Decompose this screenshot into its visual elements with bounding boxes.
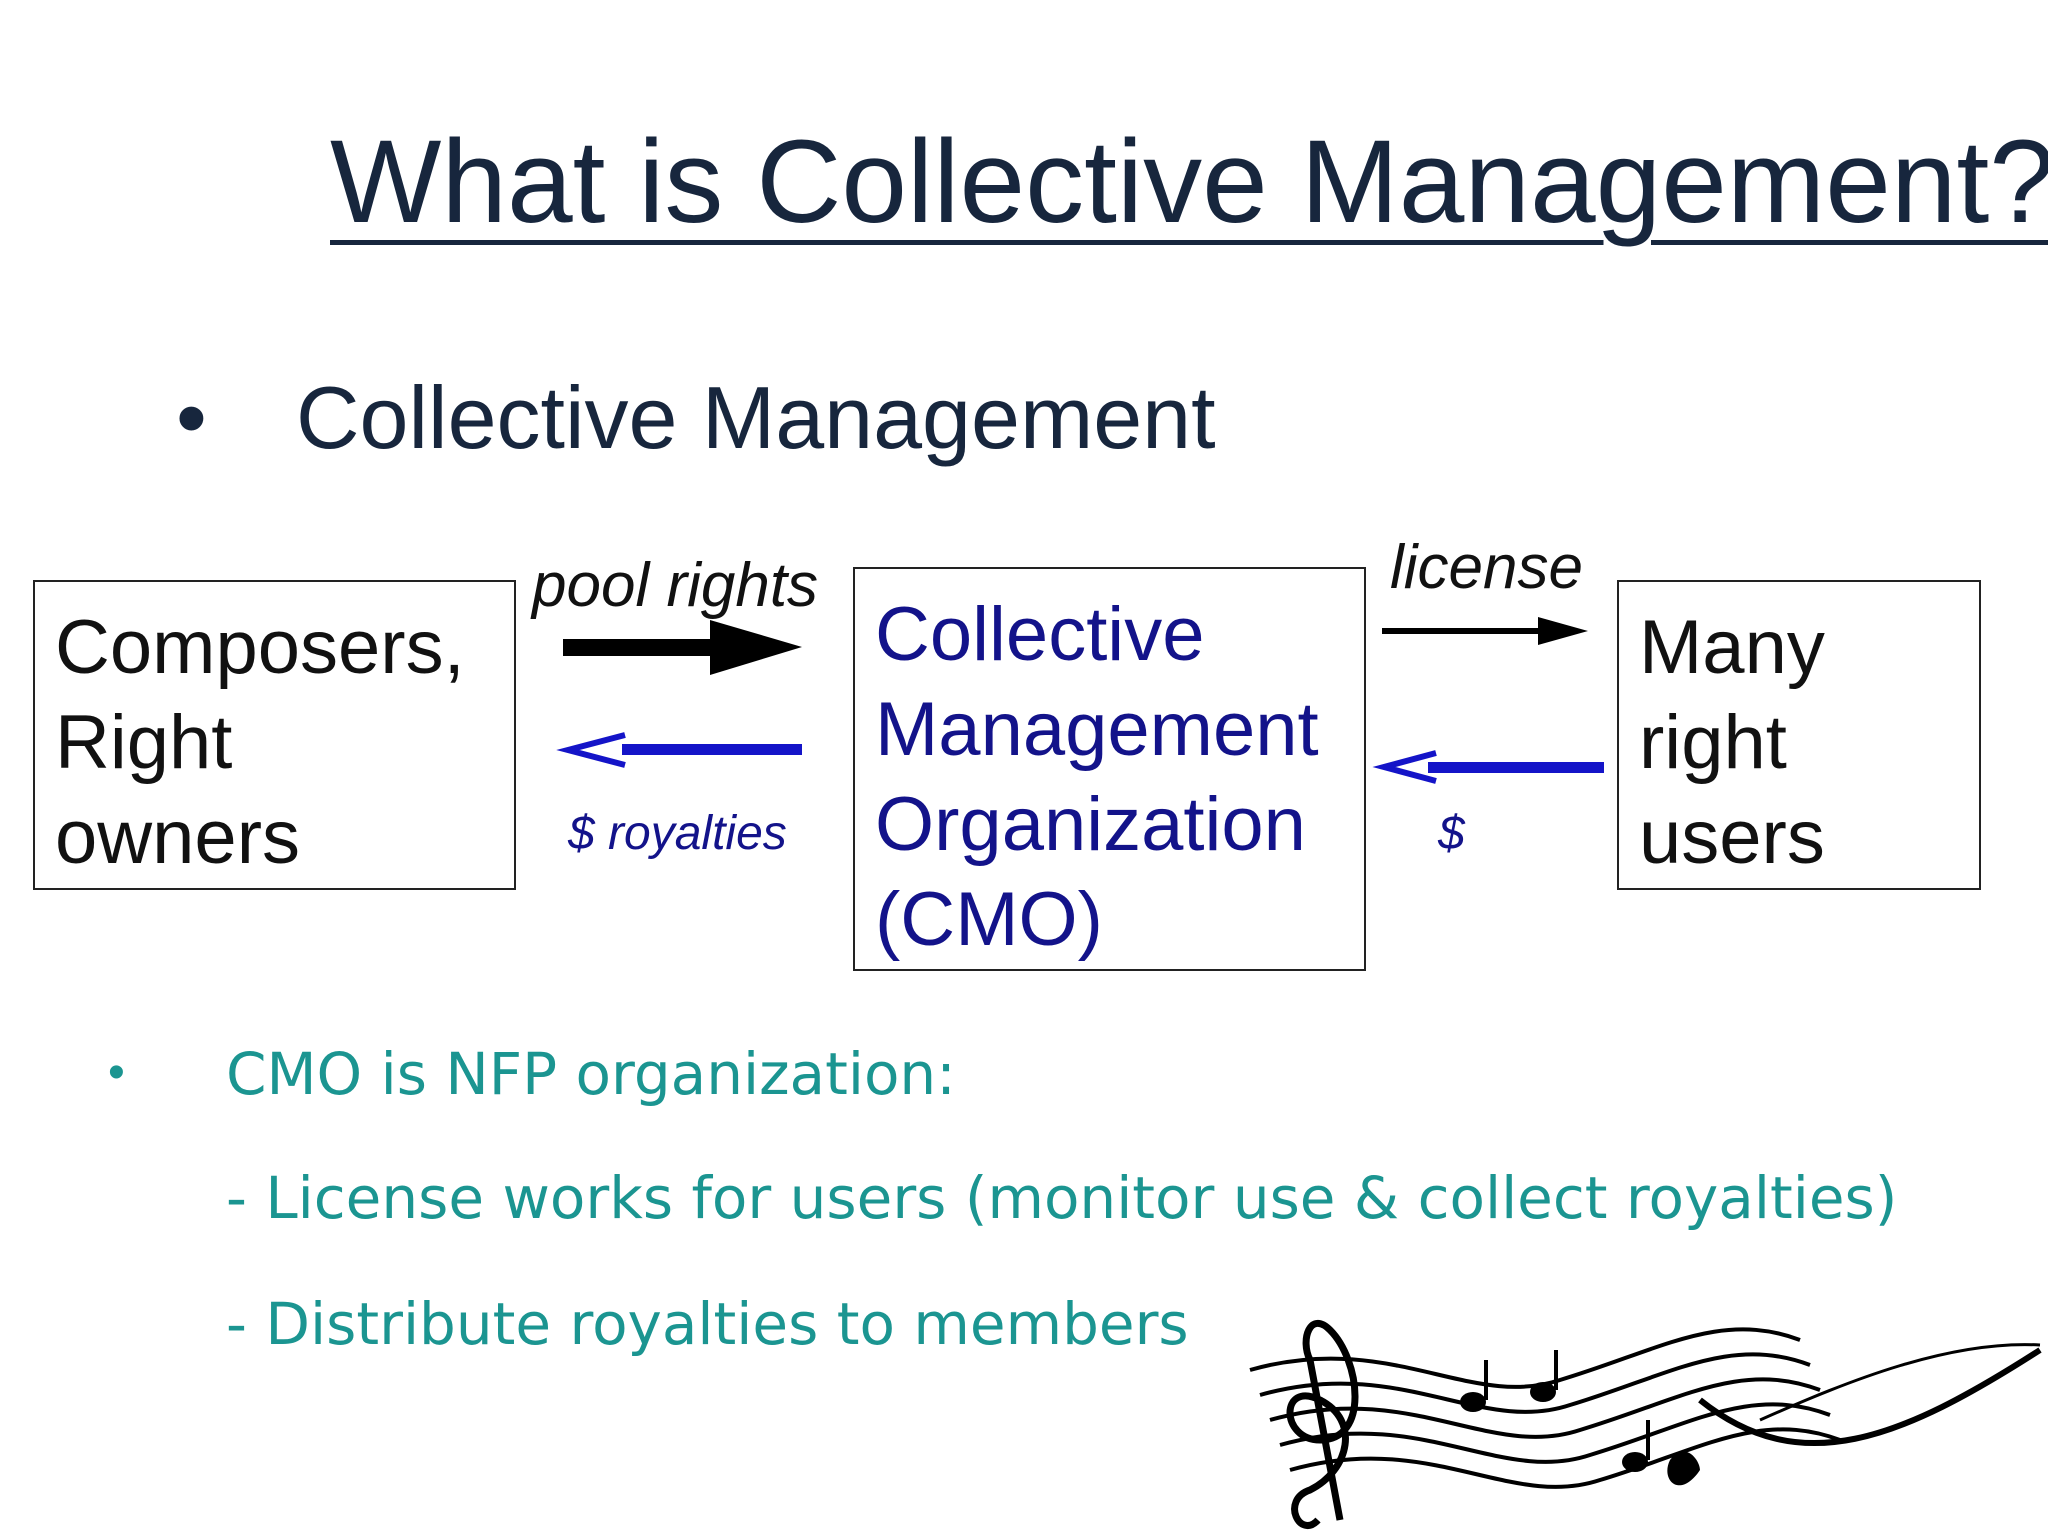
cmo-line-4: (CMO) [875,877,1103,962]
composers-box: Composers, Right owners [33,580,516,890]
pool-rights-arrow [563,620,802,675]
users-line-2: right [1639,700,1787,785]
main-bullet-text: Collective Management [296,368,1216,467]
cmo-line-1: Collective [875,592,1205,677]
license-arrow [1382,617,1588,645]
bullet-dot: • [176,368,207,467]
music-notes-icon [1249,1320,2042,1529]
dollar-arrow [1372,750,1604,784]
royalties-label: $ royalties [568,807,787,860]
cmo-nfp-heading: CMO is NFP organization: [226,1040,956,1108]
bullet-item-license: - License works for users (monitor use &… [226,1164,1898,1232]
slide-title: What is Collective Management? [330,116,2048,248]
license-label: license [1390,533,1583,602]
composers-line-2: Right [55,700,233,785]
cmo-box: Collective Management Organization (CMO) [853,567,1366,971]
composers-line-1: Composers, [55,605,465,690]
composers-line-3: owners [55,795,300,880]
teal-bullet-dot: • [108,1046,125,1099]
cmo-line-2: Management [875,687,1319,772]
dollar-label: $ [1438,807,1465,860]
users-line-1: Many [1639,605,1825,690]
music-note-heads [1460,1380,1700,1486]
cmo-line-3: Organization [875,782,1306,867]
pool-rights-label: pool rights [532,551,819,620]
main-bullet: • Collective Management [176,368,1216,467]
royalties-arrow [556,732,802,768]
bullet-item-distribute: - Distribute royalties to members [226,1290,1189,1358]
users-line-3: users [1639,795,1825,880]
users-box: Many right users [1617,580,1981,890]
